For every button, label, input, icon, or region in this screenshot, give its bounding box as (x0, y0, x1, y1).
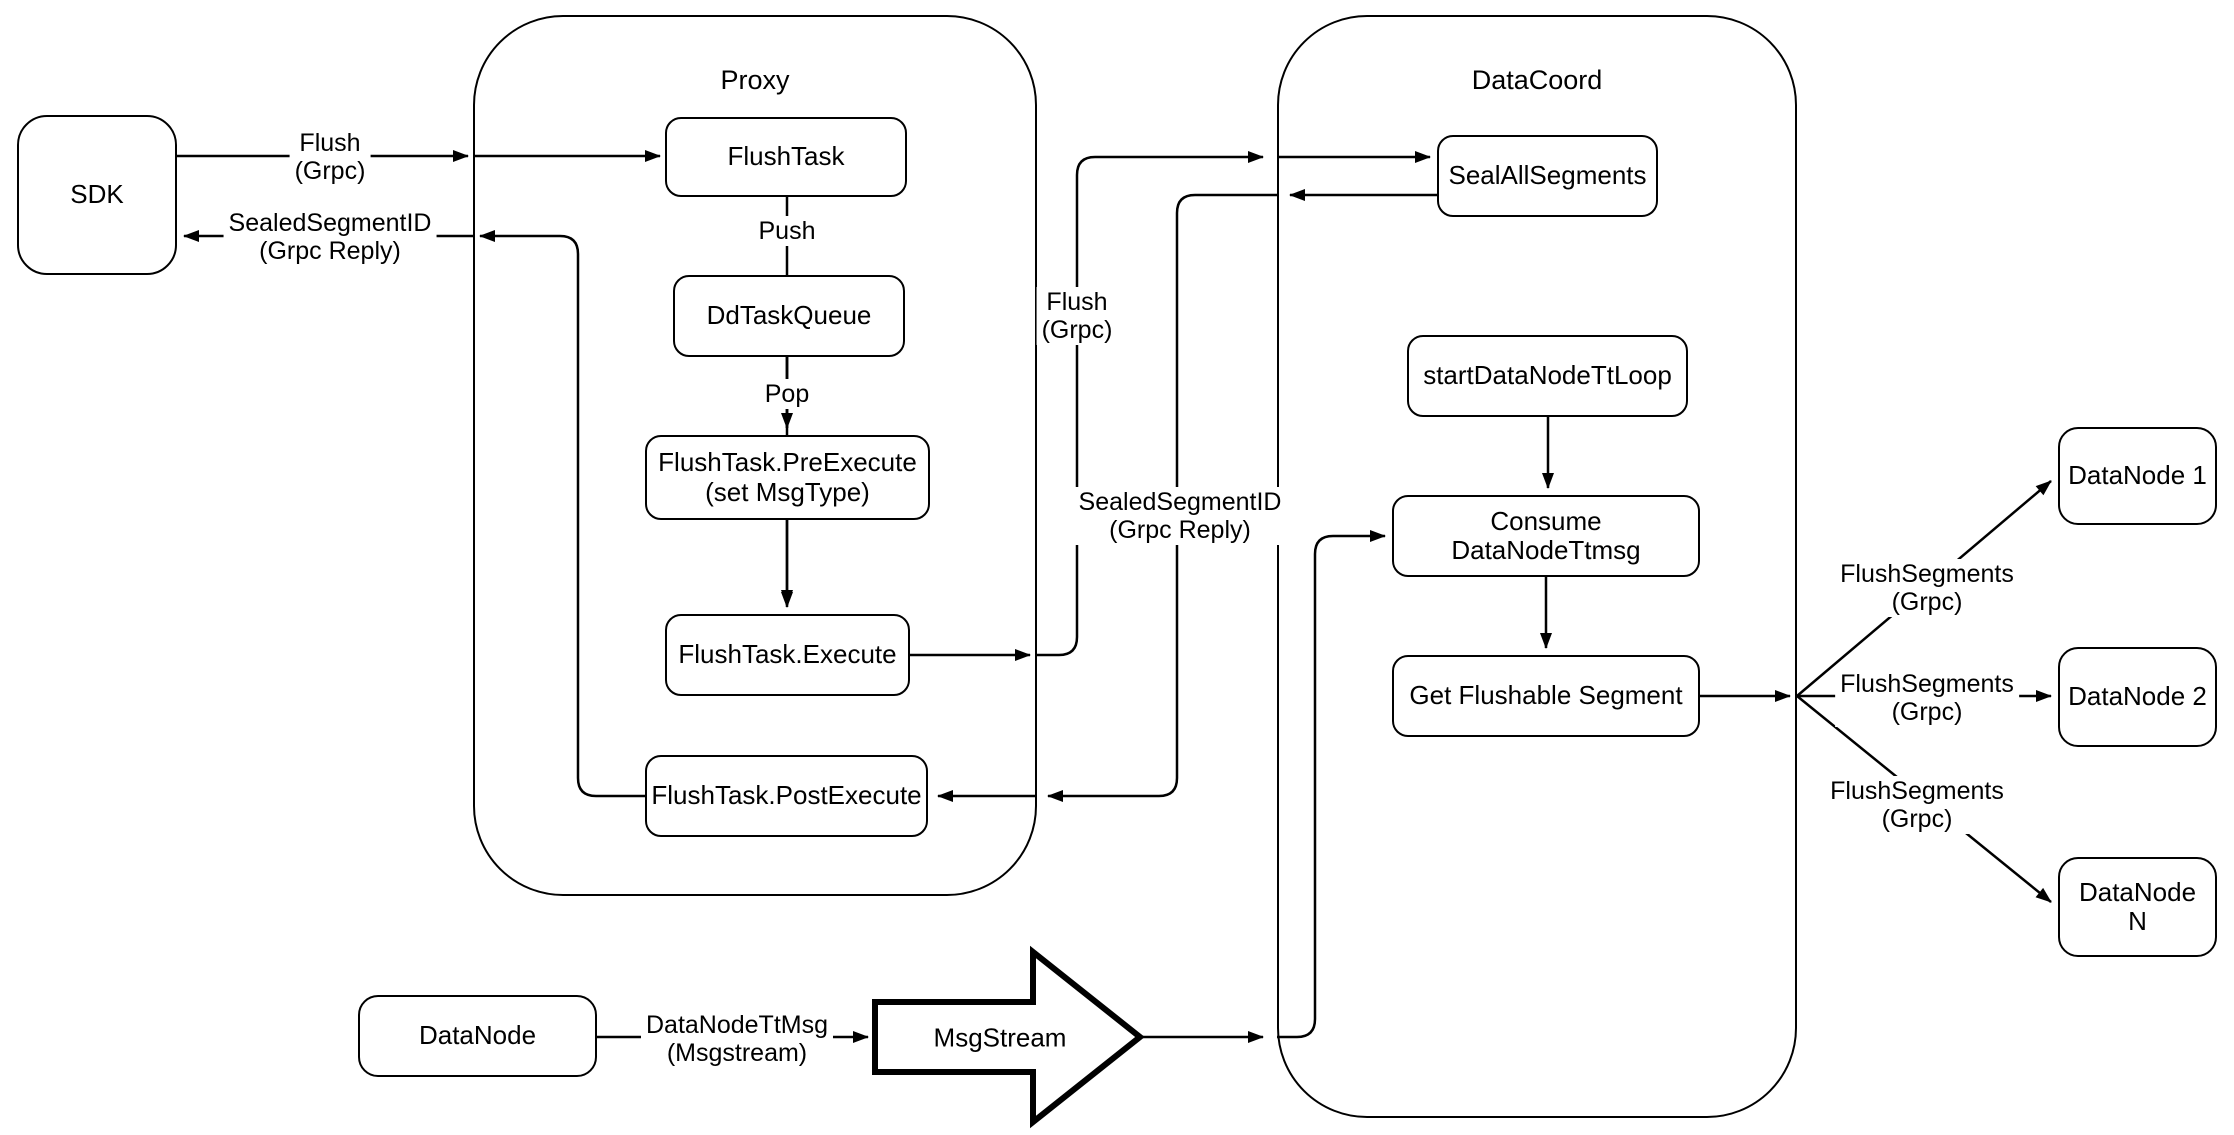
node-flushtask-label: FlushTask (727, 141, 845, 172)
edge-label-flushsegments-3: FlushSegments (Grpc) (1825, 776, 2009, 834)
node-startdatanodettloop: startDataNodeTtLoop (1407, 335, 1688, 417)
node-sealallsegments: SealAllSegments (1437, 135, 1658, 217)
node-sealallsegments-label: SealAllSegments (1448, 160, 1647, 191)
datacoord-container: DataCoord (1277, 15, 1797, 1118)
node-getflushablesegment-label: Get Flushable Segment (1409, 680, 1683, 711)
node-execute-label: FlushTask.Execute (678, 639, 897, 670)
node-datanode-1: DataNode 1 (2058, 427, 2217, 525)
node-datanode-1-label: DataNode 1 (2068, 460, 2207, 491)
node-preexecute-sublabel: (set MsgType) (705, 476, 870, 507)
node-sdk-label: SDK (70, 179, 124, 210)
proxy-container: Proxy (473, 15, 1037, 896)
node-datanode: DataNode (358, 995, 597, 1077)
edge-label-sealedsegmentid-mid: SealedSegmentID (Grpc Reply) (1073, 487, 1287, 545)
node-sdk: SDK (17, 115, 177, 275)
node-datanode-2-label: DataNode 2 (2068, 681, 2207, 712)
proxy-container-title: Proxy (720, 65, 790, 95)
node-startdatanodettloop-label: startDataNodeTtLoop (1423, 360, 1672, 391)
edge-label-sealedsegmentid-sdk: SealedSegmentID (Grpc Reply) (223, 208, 437, 266)
node-datanode-n: DataNode N (2058, 857, 2217, 957)
node-postexecute-label: FlushTask.PostExecute (651, 780, 922, 811)
datacoord-container-title: DataCoord (1471, 65, 1603, 95)
msgstream-block-arrow (872, 945, 1145, 1129)
edge-label-pop: Pop (759, 379, 815, 409)
edge-label-flushsegments-2: FlushSegments (Grpc) (1835, 669, 2019, 727)
node-preexecute-label: FlushTask.PreExecute (658, 447, 917, 478)
edge-label-datanodettmsg: DataNodeTtMsg (Msgstream) (640, 1010, 834, 1068)
node-datanode-n-label: DataNode N (2078, 876, 2197, 936)
node-postexecute: FlushTask.PostExecute (645, 755, 928, 837)
node-datanode-2: DataNode 2 (2058, 647, 2217, 747)
node-ddtaskqueue: DdTaskQueue (673, 275, 905, 357)
edge-label-push: Push (753, 216, 821, 246)
edge-postexecute-to-proxy-edge (479, 230, 645, 798)
node-ddtaskqueue-label: DdTaskQueue (706, 300, 872, 331)
edge-label-flush-grpc-sdk: Flush (Grpc) (289, 128, 371, 186)
edge-proxy-to-datacoord-flush (1037, 151, 1264, 657)
edge-label-flushsegments-1: FlushSegments (Grpc) (1835, 559, 2019, 617)
node-flushtask: FlushTask (665, 117, 907, 197)
node-getflushablesegment: Get Flushable Segment (1392, 655, 1700, 737)
edge-datacoord-edge-to-consume (1277, 530, 1386, 1039)
node-datanode-label: DataNode (418, 1020, 537, 1051)
msgstream-label: MsgStream (933, 1022, 1067, 1053)
edge-label-flush-grpc-mid: Flush (Grpc) (1036, 287, 1118, 345)
node-consumedatanodettmsg-label: Consume DataNodeTtmsg (1451, 505, 1641, 565)
node-preexecute: FlushTask.PreExecute (set MsgType) (645, 435, 930, 520)
node-consumedatanodettmsg: Consume DataNodeTtmsg (1392, 495, 1700, 577)
node-execute: FlushTask.Execute (665, 614, 910, 696)
